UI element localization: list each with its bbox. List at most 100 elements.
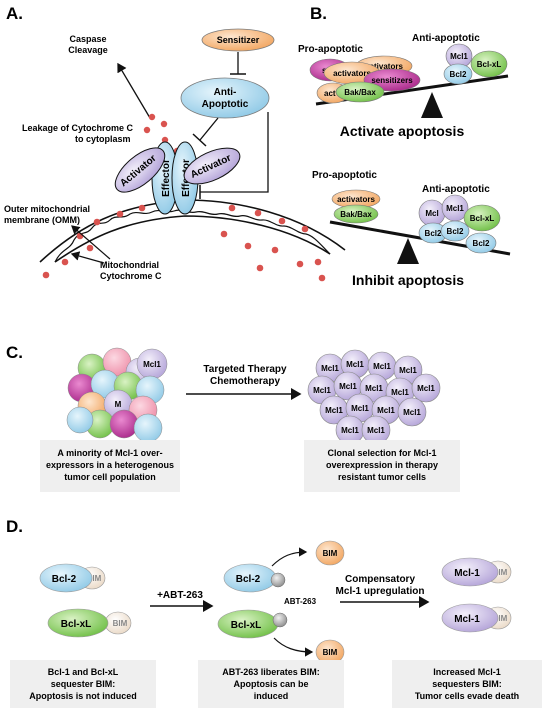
therapy-label-2: Chemotherapy — [210, 376, 280, 387]
leakage-label-1: Leakage of Cytochrome C — [22, 123, 134, 133]
b2-bcl2-label: Bcl2 — [447, 227, 464, 236]
b-bottom-fulcrum — [397, 238, 419, 264]
mito-cyto-label-1: Mitochondrial — [100, 260, 159, 270]
b-sensitizers-label: sensitizers — [371, 76, 413, 85]
d-caption-left-1: Bcl-1 and Bcl-xL — [48, 667, 119, 677]
b-top-pro-label: Pro-apoptotic — [298, 44, 363, 55]
mito-arrow-1 — [71, 225, 111, 260]
cytochrome-dot — [244, 242, 252, 250]
caspase-label-1: Caspase — [69, 34, 106, 44]
b-activators-label: activators — [333, 69, 371, 78]
panel-c-letter: C. — [6, 343, 23, 362]
d-caption-mid-1: ABT-263 liberates BIM: — [222, 667, 320, 677]
d-free-bim-arrow-bottom — [273, 637, 314, 657]
mcl1-cell-label: Mcl1 — [373, 362, 391, 371]
d-caption-left-3: Apoptosis is not induced — [29, 691, 137, 701]
mcl1-cell-label: Mcl1 — [321, 364, 339, 373]
mcl1-cell — [411, 373, 441, 403]
cytochrome-dot — [228, 204, 236, 212]
caspase-label-2: Cleavage — [68, 45, 108, 55]
b-top-caption: Activate apoptosis — [340, 123, 465, 139]
mcl1-cell-label: Mcl1 — [339, 382, 357, 391]
c-caption-left-2: expressors in a heterogenous — [46, 460, 174, 470]
mito-cyto-label-2: Cytochrome C — [100, 271, 162, 281]
cytochrome-dot — [220, 230, 228, 238]
d-bcl2-node — [39, 563, 93, 593]
mcl1-cell-label: Mcl1 — [365, 384, 383, 393]
b-activators-label: activators — [365, 62, 403, 71]
d-caption-left-2: sequester BIM: — [51, 679, 116, 689]
cytochrome-dot — [160, 120, 168, 128]
d-bim-label: BIM — [87, 574, 102, 583]
c-caption-left-1: A minority of Mcl-1 over- — [57, 448, 162, 458]
d-caption-right-3: Tumor cells evade death — [415, 691, 519, 701]
b-top-fulcrum — [421, 92, 443, 118]
feedback-line — [200, 112, 269, 193]
d-bclxl-label: Bcl-xL — [61, 619, 92, 630]
d-free-bim-label: BIM — [323, 549, 338, 558]
cytochrome-dot — [314, 258, 322, 266]
c-caption-left-3: tumor cell population — [64, 472, 156, 482]
cytochrome-dot — [256, 264, 264, 272]
mcl1-cell-label: Mcl1 — [351, 404, 369, 413]
d-mcl1-node — [441, 603, 499, 633]
d-mid-bcl2-label: Bcl-2 — [236, 574, 261, 585]
d-mcl1-label: Mcl-1 — [454, 568, 480, 579]
cytochrome-dot — [296, 260, 304, 268]
anti-apoptotic-label-1: Anti- — [214, 87, 237, 98]
tumor-cell — [133, 413, 163, 443]
d-caption-mid-box — [198, 660, 344, 708]
leakage-label-2: to cytoplasm — [75, 134, 131, 144]
anti-apoptotic-node — [180, 77, 270, 119]
d-caption-mid-3: induced — [254, 691, 289, 701]
d-caption-right-box — [392, 660, 542, 708]
activator-right — [183, 147, 241, 185]
cytochrome-dot — [278, 217, 286, 225]
panel-b-letter: B. — [310, 4, 327, 23]
d-caption-right-1: Increased Mcl-1 — [433, 667, 501, 677]
b2-bcl2-label: Bcl2 — [473, 239, 490, 248]
b-act-label: act — [324, 89, 336, 98]
b-bottom-anti-label: Anti-apoptotic — [422, 184, 490, 195]
mcl1-cell-label: Mcl1 — [403, 408, 421, 417]
cytochrome-dot — [143, 126, 151, 134]
cytochrome-dot — [61, 258, 69, 266]
d-mcl1-label: Mcl-1 — [454, 614, 480, 625]
panel-a: A. Caspase Cleavage Sensitizer Anti- Apo… — [4, 4, 346, 282]
cytochrome-dot — [148, 113, 156, 121]
b2-bclxl-node — [463, 204, 501, 232]
c-caption-left-box — [40, 440, 180, 492]
sensitizer-node — [201, 28, 275, 52]
omm-label-1: Outer mitochondrial — [4, 204, 90, 214]
d-mcl1-node — [441, 557, 499, 587]
b2-activators-label: activators — [337, 195, 375, 204]
cytochrome-dot — [86, 244, 94, 252]
mcl1-cell-label: Mcl1 — [325, 406, 343, 415]
d-bim-label: BIM — [113, 619, 128, 628]
cytochrome-dot — [301, 225, 309, 233]
d-abt-arrow-label: +ABT-263 — [157, 590, 203, 601]
d-abt-molecule — [270, 572, 286, 588]
b-bottom-caption: Inhibit apoptosis — [352, 272, 464, 288]
b2-mcl1-label: Mcl1 — [446, 204, 464, 213]
d-comp-label-1: Compensatory — [345, 574, 415, 585]
anti-apoptotic-label-2: Apoptotic — [202, 99, 249, 110]
panel-c: C. Mcl1 M Targeted Therapy Chemotherapy … — [6, 343, 460, 492]
d-caption-left-box — [10, 660, 156, 708]
d-mid-bclxl-label: Bcl-xL — [231, 620, 262, 631]
d-caption-mid-2: Apoptosis can be — [233, 679, 308, 689]
c-m-label: M — [115, 400, 122, 409]
panel-b: B. Pro-apoptotic Anti-apoptotic sen acti… — [298, 4, 511, 288]
cytochrome-dot — [93, 218, 101, 226]
mcl1-cell-label: Mcl1 — [367, 426, 385, 435]
d-comp-label-2: Mcl-1 upregulation — [336, 586, 425, 597]
b2-bcl2-label: Bcl2 — [425, 229, 442, 238]
c-caption-right-1: Clonal selection for Mcl-1 — [327, 448, 436, 458]
cytochrome-dot — [161, 136, 169, 144]
cytochrome-dot — [254, 209, 262, 217]
anti-inhibit-bar — [192, 133, 207, 147]
d-abt-molecule — [272, 612, 288, 628]
b-mcl1-label: Mcl1 — [450, 52, 468, 61]
